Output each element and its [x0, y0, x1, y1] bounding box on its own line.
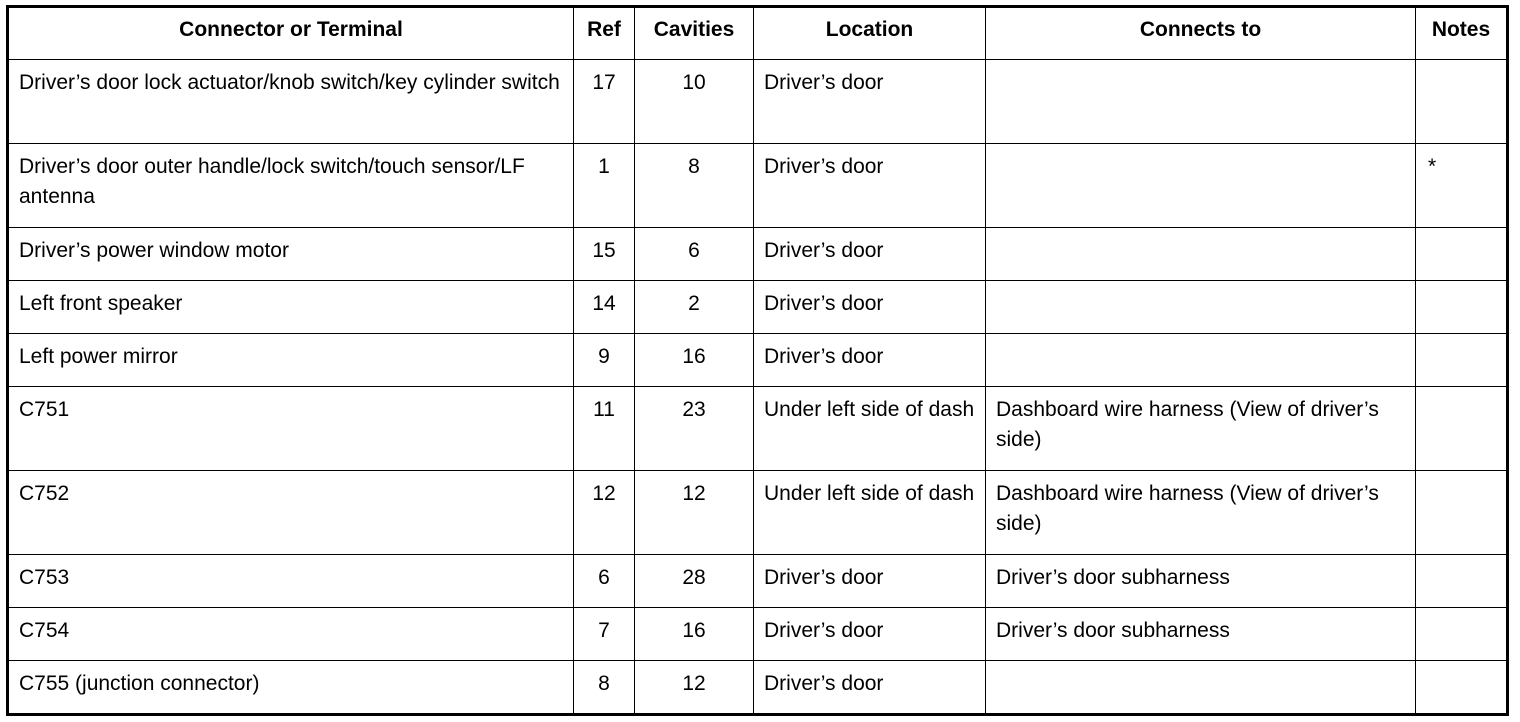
cell-notes: [1415, 607, 1508, 661]
cell-notes: *: [1415, 143, 1508, 228]
cell-cavities: 23: [634, 386, 754, 471]
cell-ref: 6: [573, 554, 635, 608]
cell-location: Driver’s door: [753, 280, 986, 334]
cell-cavities: 16: [634, 607, 754, 661]
cell-ref: 7: [573, 607, 635, 661]
cell-notes: [1415, 470, 1508, 555]
cell-connects-to: [985, 227, 1416, 281]
cell-notes: [1415, 59, 1508, 144]
cell-notes: [1415, 386, 1508, 471]
header-location: Location: [753, 6, 986, 60]
cell-cavities: 2: [634, 280, 754, 334]
cell-connects-to: Dashboard wire harness (View of driver’s…: [985, 386, 1416, 471]
cell-ref: 17: [573, 59, 635, 144]
table-row: C752 12 12 Under left side of dash Dashb…: [7, 470, 1508, 555]
header-connector: Connector or Terminal: [7, 6, 574, 60]
cell-connects-to: [985, 59, 1416, 144]
cell-location: Driver’s door: [753, 333, 986, 387]
cell-cavities: 8: [634, 143, 754, 228]
cell-location: Driver’s door: [753, 607, 986, 661]
table-row: Driver’s door lock actuator/knob switch/…: [7, 59, 1508, 144]
cell-location: Driver’s door: [753, 554, 986, 608]
cell-connects-to: [985, 143, 1416, 228]
cell-connector: C752: [7, 470, 574, 555]
cell-location: Under left side of dash: [753, 386, 986, 471]
cell-ref: 15: [573, 227, 635, 281]
cell-connects-to: Driver’s door subharness: [985, 607, 1416, 661]
cell-connects-to: Dashboard wire harness (View of driver’s…: [985, 470, 1416, 555]
connector-table: Connector or Terminal Ref Cavities Locat…: [6, 5, 1509, 716]
table-row: C754 7 16 Driver’s door Driver’s door su…: [7, 607, 1508, 661]
cell-connector: Left power mirror: [7, 333, 574, 387]
cell-cavities: 12: [634, 660, 754, 715]
cell-connects-to: [985, 280, 1416, 334]
cell-location: Driver’s door: [753, 227, 986, 281]
cell-location: Under left side of dash: [753, 470, 986, 555]
cell-ref: 8: [573, 660, 635, 715]
table-row: Left front speaker 14 2 Driver’s door: [7, 280, 1508, 334]
cell-ref: 1: [573, 143, 635, 228]
cell-notes: [1415, 280, 1508, 334]
cell-notes: [1415, 660, 1508, 715]
table-row: C753 6 28 Driver’s door Driver’s door su…: [7, 554, 1508, 608]
cell-notes: [1415, 227, 1508, 281]
cell-connector: Driver’s power window motor: [7, 227, 574, 281]
cell-ref: 14: [573, 280, 635, 334]
header-connects-to: Connects to: [985, 6, 1416, 60]
cell-cavities: 28: [634, 554, 754, 608]
cell-cavities: 10: [634, 59, 754, 144]
cell-connects-to: [985, 660, 1416, 715]
cell-notes: [1415, 554, 1508, 608]
cell-ref: 9: [573, 333, 635, 387]
table-row: Left power mirror 9 16 Driver’s door: [7, 333, 1508, 387]
cell-cavities: 16: [634, 333, 754, 387]
table-row: C755 (junction connector) 8 12 Driver’s …: [7, 660, 1508, 715]
cell-connector: C751: [7, 386, 574, 471]
table-row: Driver’s door outer handle/lock switch/t…: [7, 143, 1508, 228]
header-row: Connector or Terminal Ref Cavities Locat…: [7, 6, 1508, 60]
cell-location: Driver’s door: [753, 59, 986, 144]
cell-connector: Left front speaker: [7, 280, 574, 334]
cell-connector: Driver’s door lock actuator/knob switch/…: [7, 59, 574, 144]
table-row: Driver’s power window motor 15 6 Driver’…: [7, 227, 1508, 281]
cell-ref: 12: [573, 470, 635, 555]
cell-cavities: 12: [634, 470, 754, 555]
cell-connector: C753: [7, 554, 574, 608]
cell-location: Driver’s door: [753, 660, 986, 715]
cell-location: Driver’s door: [753, 143, 986, 228]
cell-cavities: 6: [634, 227, 754, 281]
cell-connects-to: Driver’s door subharness: [985, 554, 1416, 608]
cell-connects-to: [985, 333, 1416, 387]
cell-notes: [1415, 333, 1508, 387]
cell-ref: 11: [573, 386, 635, 471]
cell-connector: C754: [7, 607, 574, 661]
header-cavities: Cavities: [634, 6, 754, 60]
cell-connector: Driver’s door outer handle/lock switch/t…: [7, 143, 574, 228]
cell-connector: C755 (junction connector): [7, 660, 574, 715]
header-ref: Ref: [573, 6, 635, 60]
header-notes: Notes: [1415, 6, 1508, 60]
table-row: C751 11 23 Under left side of dash Dashb…: [7, 386, 1508, 471]
